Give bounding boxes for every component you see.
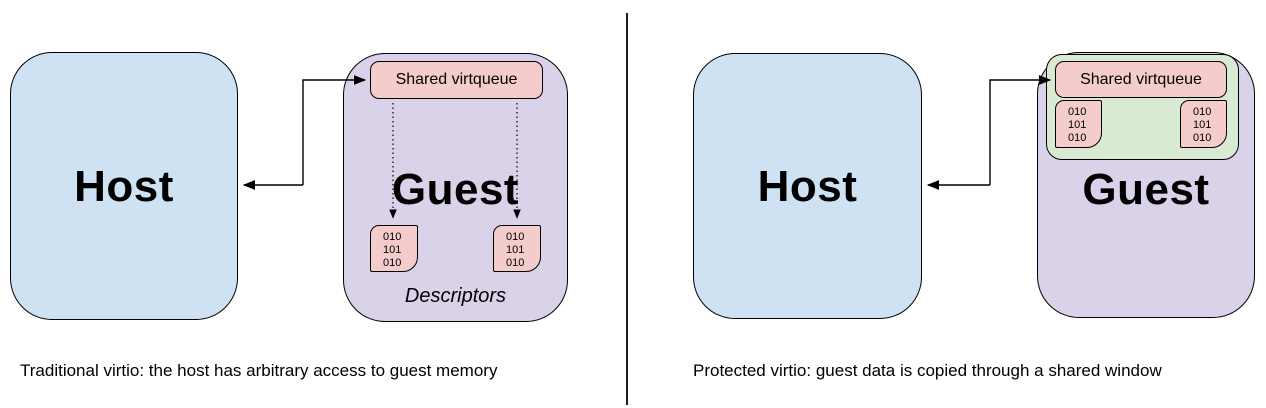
descriptor-memory-box-left-1: 010 101 010 [370, 225, 418, 272]
guest-label-right: Guest [1082, 165, 1210, 214]
descriptor-memory-box-right-2: 010 101 010 [1180, 100, 1227, 148]
shared-virtqueue-label-right: Shared virtqueue [1080, 70, 1202, 88]
panel-divider-line [626, 13, 628, 405]
host-label-left: Host [74, 162, 174, 211]
host-box-right: Host [693, 53, 922, 319]
caption-traditional-virtio: Traditional virtio: the host has arbitra… [20, 361, 498, 380]
shared-virtqueue-box-left: Shared virtqueue [370, 61, 543, 99]
host-box-left: Host [10, 52, 238, 320]
shared-virtqueue-label-left: Shared virtqueue [395, 71, 518, 88]
descriptor-memory-box-right-1: 010 101 010 [1055, 100, 1102, 148]
descriptors-label: Descriptors [404, 285, 507, 307]
guest-label-left: Guest [391, 165, 520, 214]
host-label-right: Host [757, 162, 858, 211]
descriptor-memory-box-left-2: 010 101 010 [493, 225, 541, 272]
caption-protected-virtio: Protected virtio: guest data is copied t… [693, 361, 1162, 380]
shared-virtqueue-box-right: Shared virtqueue [1055, 61, 1227, 98]
